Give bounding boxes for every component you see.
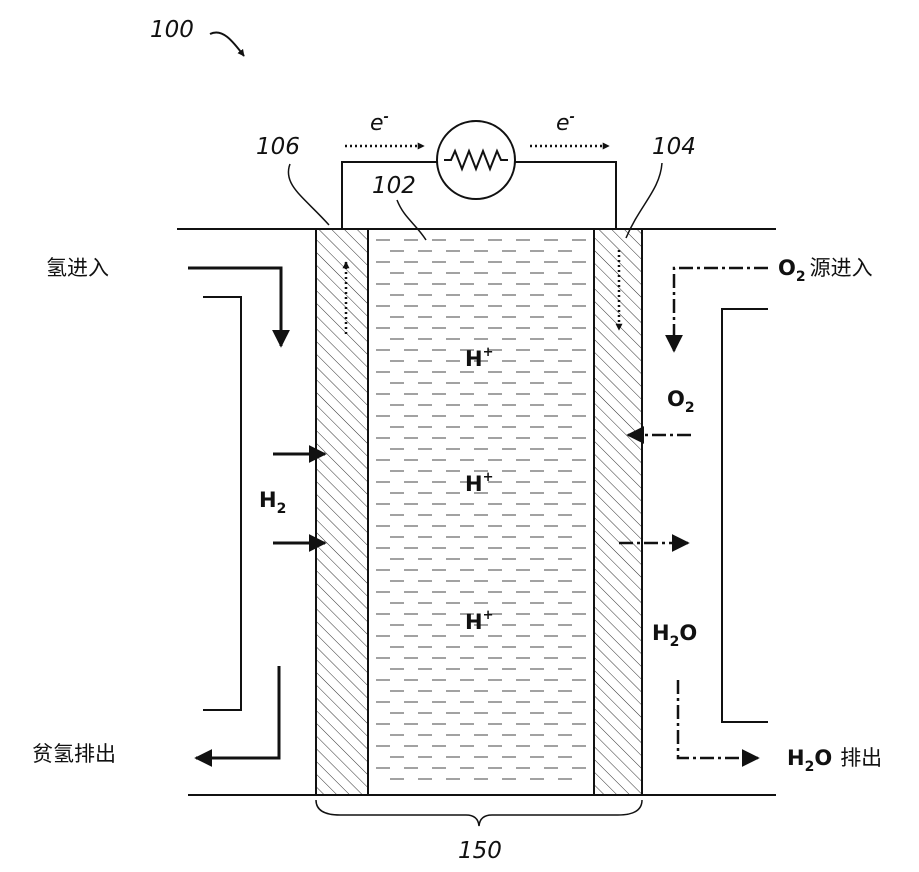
water-outlet-label: H2O排出 xyxy=(787,746,882,775)
hydrogen-inlet-label: 氢进入 xyxy=(46,256,109,280)
h2-label: H2 xyxy=(259,488,286,517)
ref-102: 102 xyxy=(372,173,416,199)
electron-label-left: e- xyxy=(370,110,389,136)
ref-106-leader xyxy=(288,164,329,225)
o2-source-inlet-label: O2源进入 xyxy=(778,256,873,285)
ref-104-leader xyxy=(626,163,662,238)
ref-150: 150 xyxy=(458,838,502,864)
lean-hydrogen-outlet-label: 贫氢排出 xyxy=(32,742,116,766)
cathode-layer xyxy=(594,229,642,795)
water-outlet-arrow xyxy=(678,680,758,758)
o2-label: O2 xyxy=(667,387,695,416)
ref-106: 106 xyxy=(256,134,300,160)
hydrogen-inlet-arrow xyxy=(188,268,281,346)
lean-hydrogen-outlet-arrow xyxy=(196,666,279,758)
assembly-brace xyxy=(316,800,642,826)
electrolyte-membrane xyxy=(368,229,594,795)
hydrogen-channel-wall xyxy=(203,297,241,710)
ref-104: 104 xyxy=(652,134,696,160)
figure-ref-100: 100 xyxy=(150,17,194,43)
electron-label-right: e- xyxy=(556,110,575,136)
oxygen-channel-wall xyxy=(722,309,768,722)
anode-layer xyxy=(316,229,368,795)
external-circuit-wire-right xyxy=(514,162,616,229)
h2o-label: H2O xyxy=(652,621,697,650)
figure-ref-arrow xyxy=(210,32,244,56)
